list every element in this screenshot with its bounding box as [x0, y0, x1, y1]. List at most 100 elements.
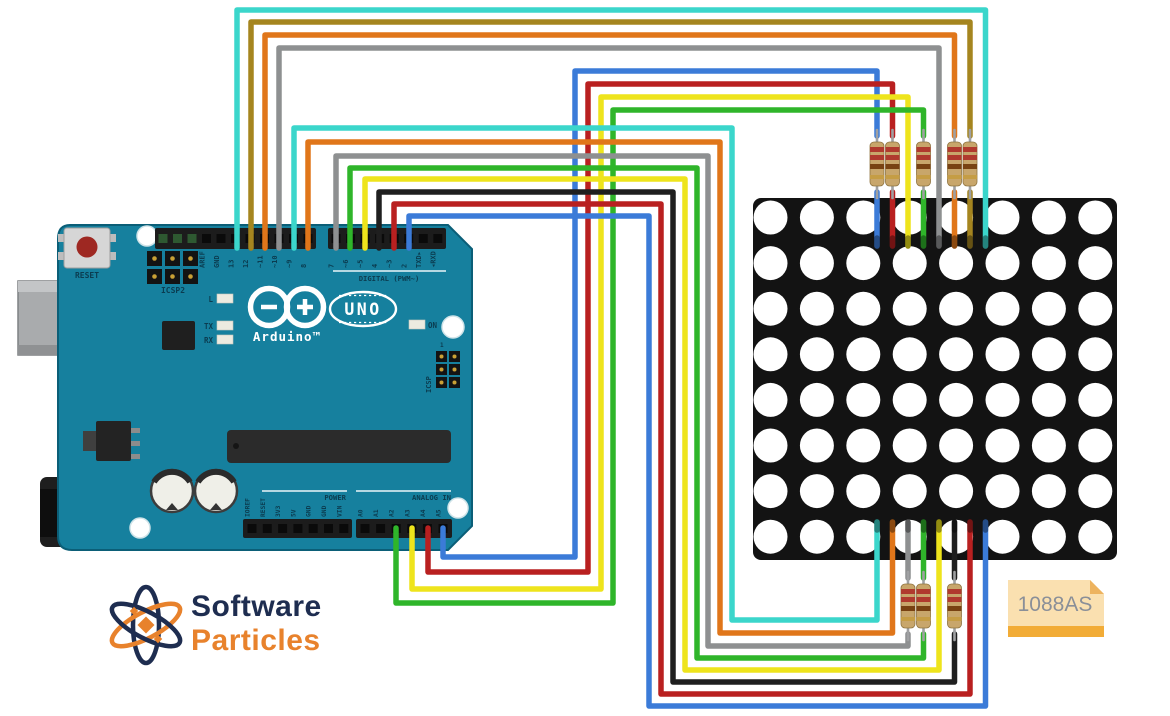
resistor-band — [916, 175, 931, 179]
resistor-band — [885, 147, 900, 152]
regulator-leg — [131, 428, 140, 433]
icsp2-header — [147, 251, 198, 284]
led-dot — [985, 291, 1020, 326]
led-dot — [799, 337, 834, 372]
led-dot — [1031, 200, 1066, 235]
usb-interface-chip — [162, 321, 195, 350]
pin-label: ◂RXD — [429, 251, 437, 268]
led-on — [408, 319, 426, 330]
led-dot — [1031, 519, 1066, 554]
icsp-label: ICSP — [425, 376, 433, 393]
mounting-hole — [136, 225, 158, 247]
logo-ring-plus — [283, 285, 327, 329]
led-dot — [1031, 474, 1066, 509]
led-rx — [216, 334, 234, 345]
wire-d2-matrix-bottom-8 — [406, 213, 989, 709]
led-dot — [892, 291, 927, 326]
led-dot — [753, 474, 788, 509]
resistor-band — [885, 175, 900, 179]
resistor-band — [885, 155, 900, 160]
capacitor-mark — [166, 503, 178, 510]
led-dot — [939, 291, 974, 326]
led-dot — [799, 291, 834, 326]
icsp2-pin-dot — [152, 256, 157, 261]
mounting-hole — [447, 497, 469, 519]
resistor-band — [947, 147, 962, 152]
led-dot — [753, 428, 788, 463]
pin-label: A5 — [436, 509, 443, 517]
header-pin — [262, 524, 272, 533]
pin-label: 8 — [300, 264, 308, 268]
resistor-band — [947, 606, 962, 611]
led-dot — [1078, 200, 1113, 235]
resistor-band — [963, 175, 977, 179]
led-dot — [1078, 474, 1113, 509]
led-dot — [985, 337, 1020, 372]
led-l-label: L — [208, 295, 213, 304]
wire-d12-matrix-top-7 — [248, 19, 973, 251]
led-dot — [753, 246, 788, 281]
led-matrix-1088as — [753, 198, 1117, 560]
resistor-band — [916, 589, 931, 594]
pin-label: ~11 — [257, 255, 265, 268]
microcontroller-chip — [227, 430, 451, 463]
reset-button-cap[interactable] — [76, 236, 98, 258]
header-pin — [202, 234, 211, 243]
pin-label: 12 — [242, 260, 250, 268]
led-dot — [939, 428, 974, 463]
reset-button[interactable] — [58, 227, 116, 269]
pin-label: A2 — [389, 509, 396, 517]
capacitor — [149, 468, 195, 514]
atom-nucleus — [137, 616, 155, 634]
icsp2-pin-dot — [170, 274, 175, 279]
resistor-band — [870, 147, 884, 152]
brand-line1: Software — [191, 590, 322, 623]
pin-label: A0 — [358, 509, 365, 517]
brand-line2: Particles — [191, 624, 321, 657]
pin-label: 7 — [328, 264, 336, 268]
led-dot — [1078, 519, 1113, 554]
header-pin — [187, 234, 197, 243]
icsp-pin-dot — [439, 354, 444, 359]
icsp2-label: ICSP2 — [161, 286, 185, 295]
wire-d8-matrix-bottom-2 — [305, 139, 896, 636]
note-part-label: 1088AS — [1018, 593, 1093, 616]
regulator-tab — [83, 431, 97, 451]
arduino-wordmark: Arduino™ — [253, 329, 321, 344]
atom-orbit-navy — [130, 584, 162, 666]
led-dot — [846, 246, 881, 281]
icsp2-pin-dot — [188, 256, 193, 261]
reset-tab — [110, 252, 116, 260]
resistor-band — [870, 164, 884, 169]
pin-label: VIN — [336, 505, 343, 517]
wire-d9-matrix-bottom-1 — [291, 125, 880, 623]
wire-d7-matrix-bottom-3 — [333, 153, 911, 649]
led-dot — [799, 428, 834, 463]
reset-tab — [110, 234, 116, 242]
pin-label: ~10 — [271, 255, 279, 268]
pin-label: AREF — [199, 251, 207, 268]
matrix-leds — [753, 200, 1113, 554]
header-pin — [278, 524, 288, 533]
header-pin — [308, 524, 318, 533]
resistor-band — [916, 617, 931, 621]
led-dot — [892, 246, 927, 281]
resistor-band — [916, 147, 931, 152]
icsp-pin1-label: 1 — [440, 342, 444, 349]
arduino-logo-icon — [247, 285, 327, 329]
pin-label: ~3 — [386, 260, 394, 268]
led-dot — [1078, 291, 1113, 326]
chip-notch — [233, 443, 239, 449]
atom-orbit-orange — [109, 601, 183, 649]
pin-label: ~9 — [286, 260, 294, 268]
led-dot — [939, 246, 974, 281]
led-dot — [985, 428, 1020, 463]
led-dot — [753, 291, 788, 326]
led-dot — [846, 474, 881, 509]
resistor-band — [963, 155, 977, 160]
header-pin — [418, 234, 428, 243]
resistor-band — [870, 155, 884, 160]
header-pin — [360, 524, 370, 533]
